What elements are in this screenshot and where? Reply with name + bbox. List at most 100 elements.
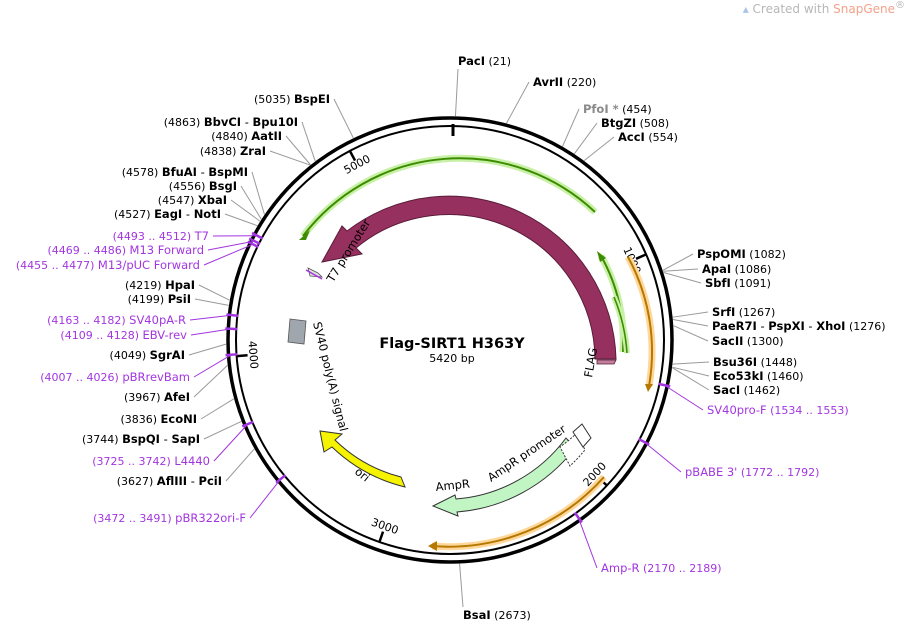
tick-label-3000: 3000 [369,516,400,538]
primer-label-pbrrevbam: (4007 .. 4026) pBRrevBam [40,370,190,384]
enzyme-label-apai: ApaI (1086) [702,262,771,276]
enzyme-label-sbfi: SbfI (1091) [705,276,771,290]
primer-label-m13-fwd: (4469 .. 4486) M13 Forward [47,243,204,257]
enzyme-connector-srfi [672,311,709,318]
enzyme-label-bsgi: (4556) BsgI [169,179,237,193]
primer-connector-sv40pro-f [664,384,704,411]
feature-ampr [431,437,576,517]
enzyme-connector-eagi [224,213,258,227]
orf-arrows [299,154,656,551]
primer-mark-amp-r [573,511,583,524]
enzyme-connector-zrai [269,150,311,166]
primer-connector-pbabe3 [643,441,682,473]
primer-connector-m13-puc-fwd [203,243,254,266]
orf-arc-orange-right [624,255,656,387]
feature-ampr-label: AmpR [435,476,471,494]
feature-sv40-polya-label: SV40 poly(A) signal [310,320,351,432]
tick-1000 [635,253,647,260]
enzyme-label-afei: (3967) AfeI [124,390,190,404]
primer-label-pbr322ori-f: (3472 .. 3491) pBR322ori-F [93,511,246,525]
enzyme-connector-bbvci [301,121,316,162]
connectors-layer [188,68,710,608]
primer-connector-pbrrevbam [193,354,232,378]
primer-label-sv40pa-r: (4163 .. 4182) SV40pA-R [47,313,186,327]
orf-arc-orange-right-line [627,256,654,387]
enzyme-connector-bspqi [203,420,242,440]
credit-brand: SnapGene [833,2,895,16]
enzyme-connector-bsu36i [672,361,710,365]
enzyme-connector-pfoi [562,108,580,147]
enzyme-label-btgzi: BtgZI (508) [601,116,669,130]
enzyme-label-bbvci: (4863) BbvCI - Bpu10I [164,115,298,129]
enzyme-connector-paci [454,68,459,117]
feature-sv40-polya [287,318,307,345]
enzyme-label-sacii: SacII (1300) [712,334,784,348]
enzyme-label-saci: SacI (1462) [713,383,780,397]
enzyme-connector-bsgi [240,185,262,220]
enzyme-label-zrai: (4838) ZraI [200,144,266,158]
primer-connector-pbr322ori-f [249,478,282,519]
enzyme-label-psii: (4199) PsiI [128,292,191,306]
enzyme-connector-sgrai [188,343,227,356]
primer-connector-m13-fwd [207,240,255,251]
enzyme-connector-hpai [198,284,230,301]
orf-arc-orange-bottom-head [428,541,437,551]
primer-label-m13-puc-fwd: (4455 .. 4477) M13/pUC Forward [16,258,200,272]
primer-connector-sv40pa-r [189,314,233,321]
primer-label-sv40pro-f: SV40pro-F (1534 .. 1553) [707,403,849,417]
enzyme-label-paci: PacI (21) [458,54,511,68]
enzyme-connector-btgzi [574,122,598,155]
enzyme-label-acci: AccI (554) [618,130,678,144]
snapgene-logo-icon: ▴ [742,2,749,16]
backbone [226,116,674,564]
enzyme-connector-econi [200,398,235,420]
enzyme-label-srfi: SrfI (1267) [712,305,775,319]
enzyme-connector-afei [193,365,228,398]
enzyme-label-bspqi: (3744) BspQI - SapI [82,432,200,446]
snapgene-credit: ▴ Created with SnapGene® [743,0,905,16]
enzyme-connector-xbai [230,199,261,222]
enzyme-label-bsai: BsaI (2673) [463,608,531,622]
enzyme-connector-aatii [285,135,311,166]
enzyme-connector-saci [672,367,710,391]
primer-label-amp-r: Amp-R (2170 .. 2189) [601,561,722,575]
backbone-inner-ring [235,125,665,555]
primer-connector-ebv-rev [190,328,232,336]
orf-arc-small-line [613,296,628,354]
orf-arc-orange-right-head [645,384,653,392]
enzyme-label-bspei: (5035) BspEI [254,92,330,106]
enzyme-label-paer7i: PaeR7I - PspXI - XhoI (1276) [712,319,886,333]
credit-prefix: Created with [752,2,834,16]
feature-sirt1 [321,195,617,360]
plasmid-size: 5420 bp [429,352,474,365]
orf-arc-large-line [302,157,596,237]
tick-label-5000: 5000 [342,152,373,177]
enzyme-connector-bfuai [251,171,265,215]
tick-label-4000: 4000 [246,340,261,369]
orf-arc-large-head [299,230,310,240]
backbone-outer-ring [226,116,674,564]
enzyme-connector-sbfi [663,272,702,284]
primer-label-t7: (4493 .. 4512) T7 [113,229,209,243]
primer-connector-amp-r [577,517,598,569]
labels-layer: PacI (21)AvrII (220)PfoI * (454)BtgZI (5… [16,54,886,622]
enzyme-connector-psp-omi [662,253,694,271]
feature-ori [319,430,406,488]
enzyme-label-sgrai: (4049) SgrAI [110,348,185,362]
enzyme-label-aatii: (4840) AatII [211,129,282,143]
enzyme-label-avrii: AvrII (220) [533,75,596,89]
tick-5000 [348,150,357,162]
t7-primer-mark [305,269,323,280]
enzyme-connector-psii [194,298,229,306]
enzyme-connector-eco53ki [672,366,710,377]
enzyme-label-psp-omi: PspOMI (1082) [697,247,786,261]
feature-t7-promoter [307,267,324,278]
enzyme-label-bfuai: (4578) BfuAI - BspMI [122,165,248,179]
enzyme-label-econi: (3836) EcoNI [120,412,197,426]
enzyme-label-bsu36i: Bsu36I (1448) [713,355,797,369]
credit-reg: ® [895,0,905,11]
orf-arc-mid-head [597,251,606,262]
enzyme-connector-bspei [333,98,354,139]
ampr-promoter-head [572,423,592,448]
